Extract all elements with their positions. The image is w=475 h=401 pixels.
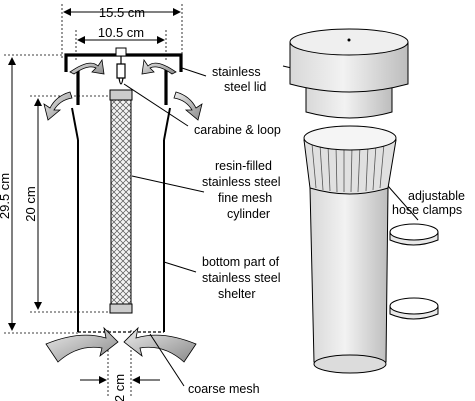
hose-clamps [389,223,439,320]
mesh-gap-label: 2 cm [112,374,127,401]
clamps-label-line1: adjustable [408,189,465,203]
cross-section [43,47,203,363]
total-height-label: 29.5 cm [0,173,12,219]
carabine-label: carabine & loop [194,123,281,137]
inner-height-label: 20 cm [23,186,38,221]
bottom-label-line2: stainless steel [202,271,281,285]
lid-3d [289,28,409,119]
resin-label-line3: fine mesh [218,191,272,205]
outer-width-label: 15.5 cm [99,5,145,20]
inner-width-label: 10.5 cm [98,25,144,40]
leader-lines [123,65,419,387]
resin-label-line2: stainless steel [202,175,281,189]
clamps-label-line2: hose clamps [392,203,462,217]
resin-label-line1: resin-filled [215,159,272,173]
coarse-mesh-label: coarse mesh [188,382,260,396]
resin-label-line4: cylinder [227,207,270,221]
bottom-label-line3: shelter [218,287,256,301]
lid-label-line2: steel lid [224,80,266,94]
bottom-label-line1: bottom part of [202,255,280,269]
shelter-3d [303,125,397,374]
lid-label-line1: stainless [212,65,261,79]
